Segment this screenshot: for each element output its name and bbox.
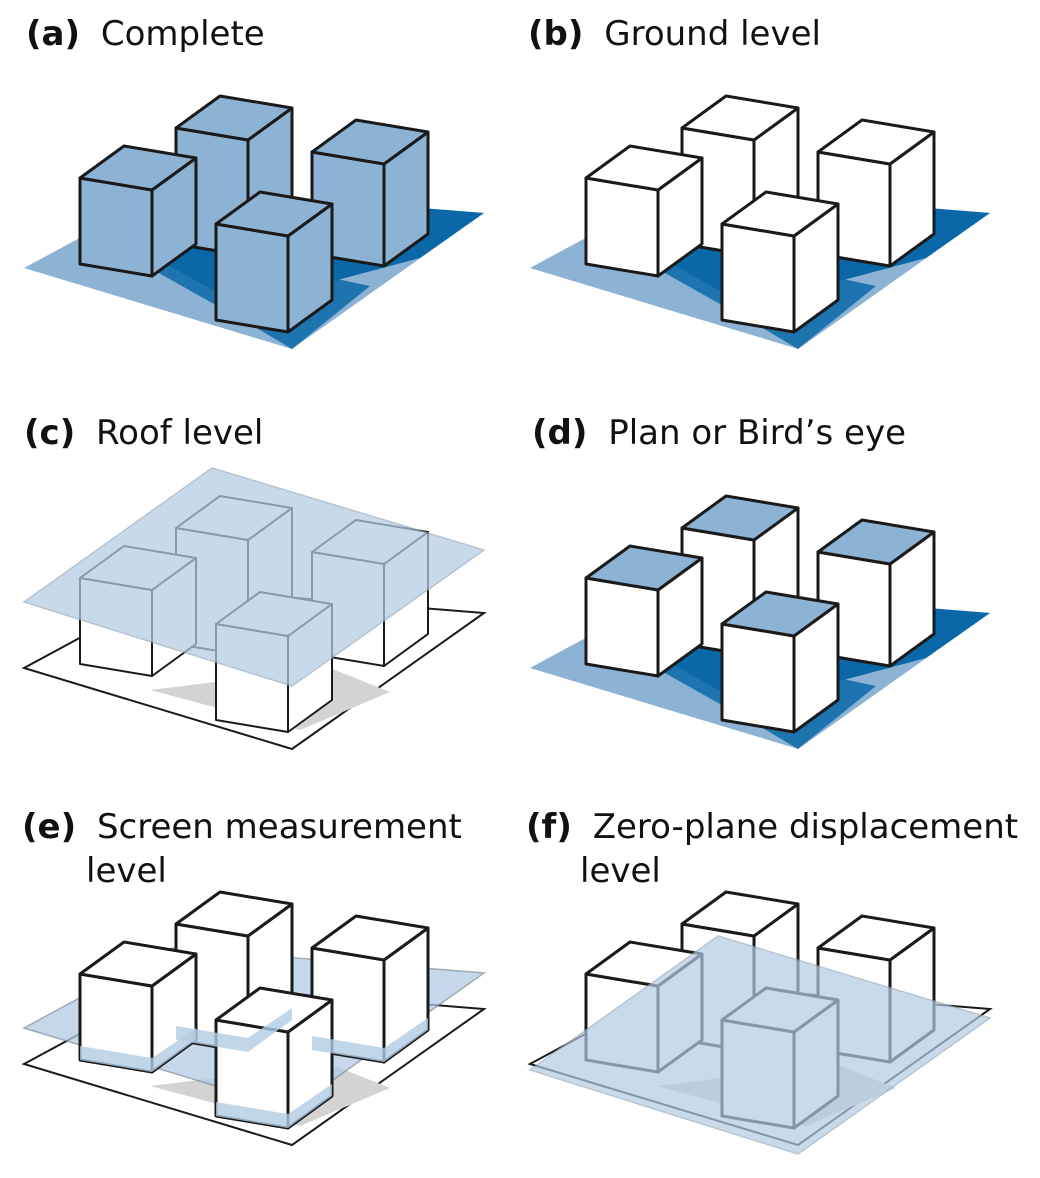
panel-c-roof-level [21, 467, 487, 751]
screen-plane-overlap [216, 1084, 332, 1128]
cube-top-face [584, 144, 704, 192]
caption-f-line2: level [580, 851, 661, 891]
cube-front-face [720, 222, 796, 334]
cube-front-face [720, 622, 796, 734]
cube-top-face [310, 914, 430, 962]
building-cube [584, 144, 704, 278]
cube-top-face [310, 118, 430, 166]
screen-plane-overlap [80, 1028, 196, 1072]
caption-a-title: Complete [101, 14, 265, 54]
cube-top-face [78, 144, 198, 192]
cube-top-face [680, 890, 800, 938]
caption-b: (b) Ground level [528, 14, 821, 54]
building-cube [584, 544, 704, 678]
caption-c: (c) Roof level [24, 413, 263, 453]
caption-a-label: (a) [26, 14, 80, 54]
caption-f: (f) Zero-plane displacement [526, 807, 1018, 847]
cube-top-face [816, 118, 936, 166]
screen-plane-overlap [176, 1008, 292, 1052]
cube-top-face [584, 544, 704, 592]
caption-e: (e) Screen measurement [22, 807, 462, 847]
cube-front-face [584, 576, 660, 678]
building-cube [78, 144, 198, 278]
cube-top-face [78, 940, 198, 988]
caption-d: (d) Plan or Bird’s eye [532, 413, 906, 453]
caption-c-title: Roof level [96, 413, 263, 453]
cube-front-face [78, 176, 154, 278]
roof-plane [22, 467, 486, 687]
cube-top-face [680, 494, 800, 542]
caption-e-label: (e) [22, 807, 76, 847]
caption-d-label: (d) [532, 413, 587, 453]
cube-top-face [680, 94, 800, 142]
caption-d-title: Plan or Bird’s eye [608, 413, 906, 453]
cube-front-face [214, 222, 290, 334]
caption-b-title: Ground level [604, 14, 821, 54]
panel-f-zero-plane-displacement-level [527, 890, 993, 1155]
panel-a-complete [24, 94, 484, 349]
caption-e-line2: level [86, 851, 167, 891]
panel-b-ground-level [530, 94, 990, 349]
cube-top-face [174, 890, 294, 938]
caption-f-title: Zero-plane displacement [593, 807, 1018, 847]
caption-c-label: (c) [24, 413, 75, 453]
zero-plane [528, 935, 992, 1155]
cube-top-face [720, 190, 840, 238]
caption-a: (a) Complete [26, 14, 265, 54]
panel-e-screen-measurement-level [21, 890, 487, 1147]
screen-plane-overlap [312, 1018, 428, 1062]
cube-top-face [174, 94, 294, 142]
cube-top-face [214, 190, 334, 238]
caption-e-title: Screen measurement [97, 807, 462, 847]
building-cube [720, 190, 840, 334]
building-cube [816, 518, 936, 668]
cube-front-face [584, 176, 660, 278]
cube-top-face [720, 590, 840, 638]
building-cube [214, 190, 334, 334]
building-cube [720, 590, 840, 734]
cube-top-face [816, 518, 936, 566]
cube-top-face [816, 914, 936, 962]
caption-b-label: (b) [528, 14, 583, 54]
caption-f-label: (f) [526, 807, 572, 847]
panel-d-plan-birds-eye [530, 494, 990, 749]
